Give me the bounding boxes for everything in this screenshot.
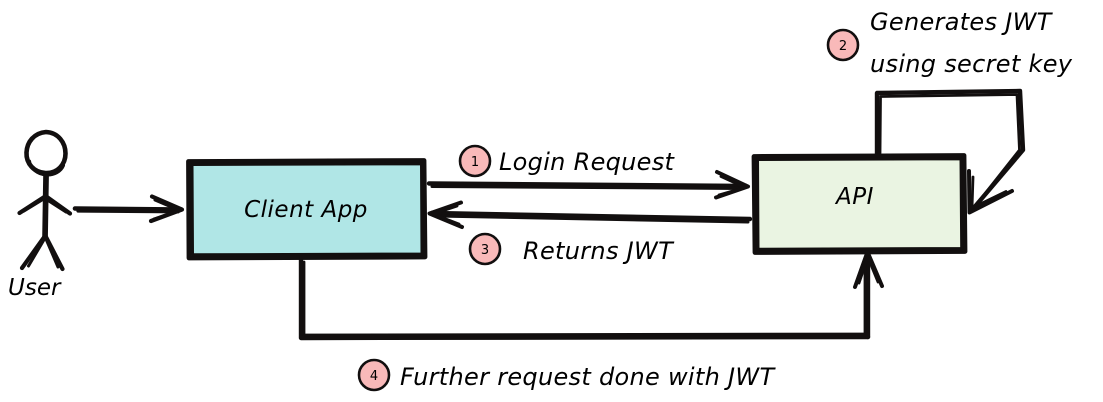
step-1-label: Login Request — [499, 148, 676, 176]
step-2-number: 2 — [839, 39, 847, 54]
user-actor-icon — [17, 129, 73, 272]
step-2-badge: 2 — [826, 28, 860, 62]
step-3-number: 3 — [481, 243, 489, 258]
user-label: User — [8, 275, 62, 301]
step-4-number: 4 — [370, 369, 378, 384]
step-3-label: Returns JWT — [523, 237, 675, 265]
api-node[interactable] — [751, 153, 968, 255]
step-3-badge: 3 — [468, 232, 502, 266]
step-4-badge: 4 — [357, 358, 391, 392]
step-1-number: 1 — [471, 155, 479, 170]
step-4-label: Further request done with JWT — [400, 363, 776, 391]
client-app-node[interactable] — [186, 158, 428, 261]
arrow-step-4-further-request — [298, 250, 884, 341]
step-2-label-line2: using secret key — [870, 50, 1073, 78]
arrow-step-3-returns-jwt — [427, 200, 753, 229]
api-label: API — [834, 184, 874, 210]
arrow-step-1-login-request — [426, 170, 750, 200]
step-2-label-line1: Generates JWT — [870, 8, 1054, 36]
arrow-step-2-self-loop — [874, 88, 1026, 215]
client-app-label: Client App — [244, 197, 368, 223]
step-1-badge: 1 — [458, 144, 492, 178]
arrow-user-to-client — [72, 194, 185, 224]
